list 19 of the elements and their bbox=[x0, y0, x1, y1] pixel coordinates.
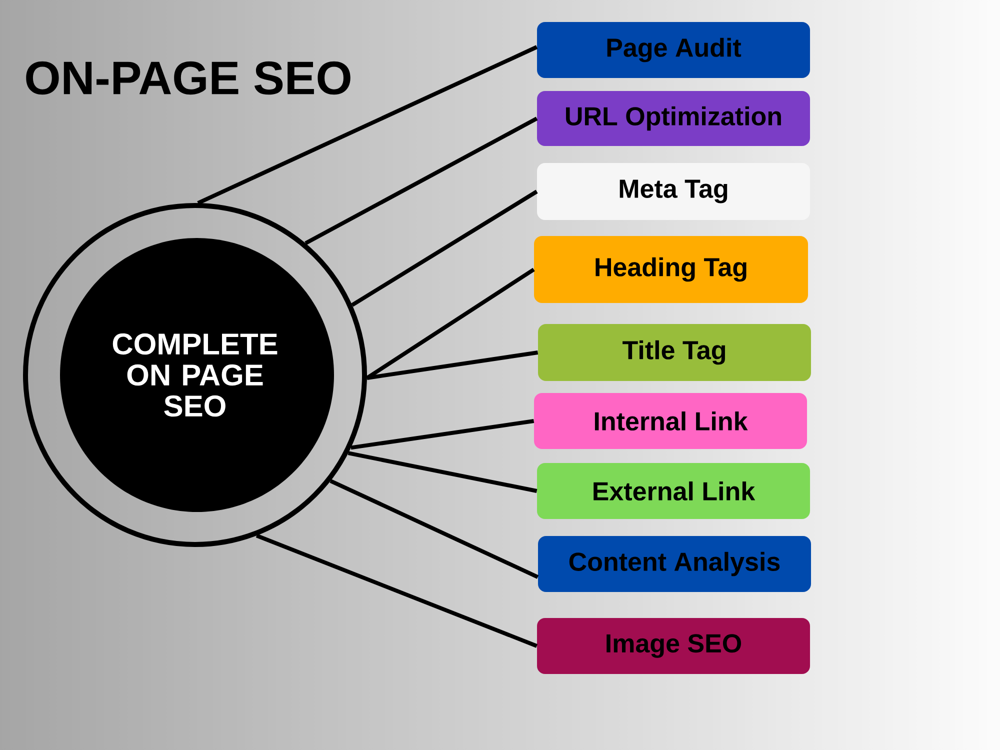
topic-box: Internal Link bbox=[534, 393, 807, 449]
connector-line bbox=[366, 268, 535, 380]
connector-line bbox=[348, 451, 538, 493]
topic-box: URL Optimization bbox=[537, 91, 810, 146]
connector-line bbox=[256, 534, 538, 648]
topic-box: Page Audit bbox=[537, 22, 810, 78]
connector-line bbox=[366, 350, 538, 380]
topic-box: External Link bbox=[537, 463, 810, 519]
topic-box: Image SEO bbox=[537, 618, 810, 674]
topic-box: Heading Tag bbox=[534, 236, 808, 303]
connector-line bbox=[197, 45, 538, 205]
connector-line bbox=[351, 190, 538, 307]
topic-box: Meta Tag bbox=[537, 163, 810, 220]
topic-box: Title Tag bbox=[538, 324, 811, 381]
connector-line bbox=[350, 419, 534, 450]
page-title: ON-PAGE SEO bbox=[26, 61, 350, 95]
topic-box: Content Analysis bbox=[538, 536, 811, 592]
connector-line bbox=[330, 479, 539, 579]
connector-line bbox=[304, 116, 538, 246]
